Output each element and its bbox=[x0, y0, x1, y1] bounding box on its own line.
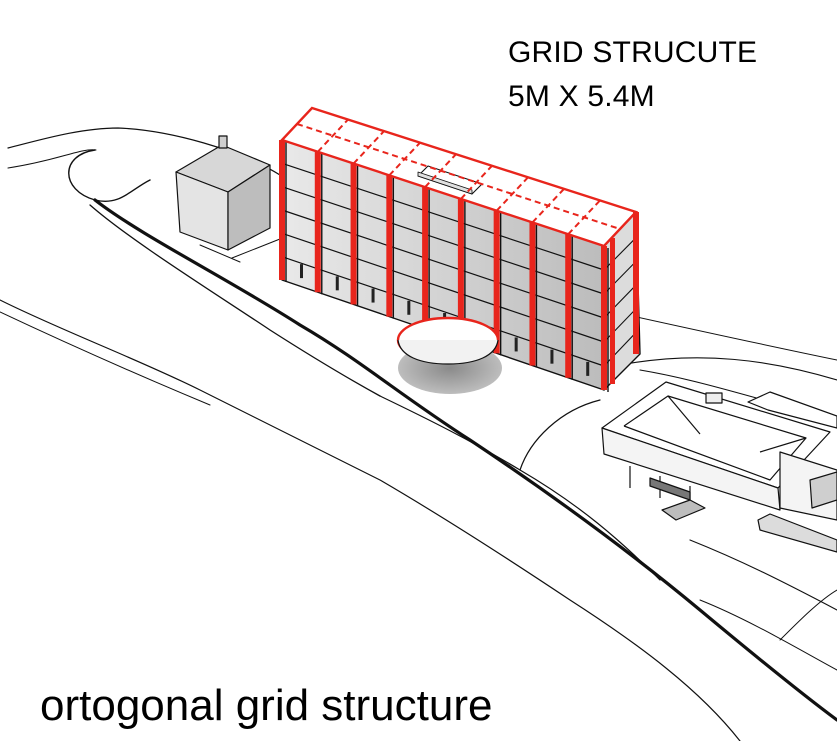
end-facade-floors bbox=[603, 235, 639, 367]
end-floor-line bbox=[603, 235, 639, 271]
floor-line bbox=[281, 232, 605, 343]
path-lower-right-1 bbox=[689, 539, 837, 611]
site-line-b bbox=[199, 244, 241, 263]
roof-grid-line bbox=[460, 165, 493, 200]
red-column bbox=[601, 246, 607, 390]
ground-opening bbox=[407, 300, 411, 315]
structural-grid bbox=[279, 106, 639, 390]
grid-annotation-dimensions: 5M X 5.4M bbox=[508, 80, 655, 113]
path-right-2 bbox=[619, 357, 837, 381]
floor-line bbox=[281, 209, 605, 319]
small-house bbox=[175, 135, 271, 251]
house-chimney bbox=[218, 135, 228, 149]
road-curb-loop bbox=[68, 149, 151, 202]
diagram-caption: ortogonal grid structure bbox=[40, 681, 493, 730]
red-column bbox=[493, 210, 500, 354]
road-bend-upper bbox=[519, 399, 601, 471]
ground-opening bbox=[300, 264, 303, 279]
road-edge-outer-2 bbox=[7, 149, 97, 169]
complex-step bbox=[661, 499, 706, 521]
path-lower-right-3 bbox=[779, 589, 837, 641]
road-main-thick bbox=[93, 198, 837, 722]
ground-opening bbox=[514, 337, 518, 352]
red-column bbox=[314, 151, 321, 293]
canopy-disc bbox=[396, 316, 500, 365]
grid-annotation-title: GRID STRUCUTE bbox=[508, 36, 758, 69]
red-column bbox=[279, 140, 285, 280]
roof-grid-line bbox=[317, 118, 349, 153]
floor-line bbox=[281, 256, 605, 367]
red-roof-grid bbox=[279, 106, 639, 248]
end-floor-line bbox=[603, 282, 639, 319]
road-lower-edge bbox=[0, 299, 741, 741]
end-floor-line bbox=[603, 329, 639, 367]
red-columns bbox=[279, 140, 639, 390]
roof-grid-midline bbox=[296, 123, 621, 230]
red-column-end bbox=[633, 212, 639, 354]
red-column-end-inner bbox=[610, 238, 615, 384]
ground-opening bbox=[371, 288, 375, 303]
neighbour-complex bbox=[601, 381, 837, 553]
red-column bbox=[386, 175, 393, 317]
road-lower-edge-2 bbox=[0, 311, 211, 406]
ground-opening bbox=[335, 276, 339, 291]
road-main-inner bbox=[89, 204, 381, 397]
roof-grid-line bbox=[495, 176, 529, 212]
end-floor-line bbox=[603, 306, 639, 343]
complex-stair bbox=[757, 513, 837, 553]
floor-line bbox=[281, 186, 605, 295]
red-column bbox=[350, 163, 357, 305]
ground-opening bbox=[586, 361, 590, 376]
path-lower-right-2 bbox=[699, 599, 837, 671]
red-column bbox=[422, 187, 429, 329]
ground-opening bbox=[550, 349, 554, 364]
complex-front-wall bbox=[601, 427, 781, 511]
red-column bbox=[529, 222, 536, 366]
red-column bbox=[457, 198, 464, 342]
floor-slabs bbox=[281, 162, 605, 367]
floor-line bbox=[281, 162, 605, 271]
end-floor-line bbox=[603, 258, 639, 295]
red-column bbox=[565, 234, 572, 378]
house-wall-right bbox=[227, 164, 271, 251]
